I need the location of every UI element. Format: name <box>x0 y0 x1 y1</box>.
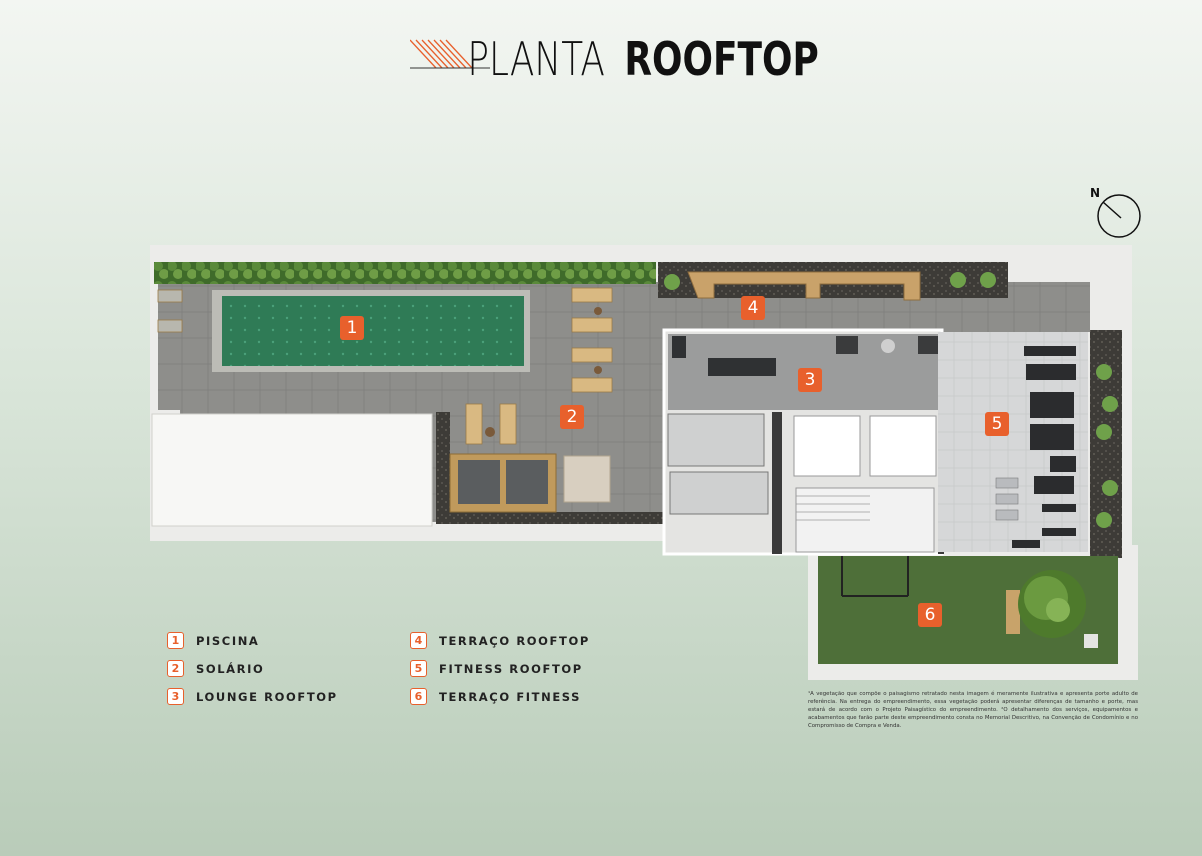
legend-number: 1 <box>167 632 184 649</box>
page-title: PLANTA ROOFTOP <box>0 26 1202 92</box>
legend-number: 2 <box>167 660 184 677</box>
legend-label: FITNESS ROOFTOP <box>439 661 583 676</box>
legend-item-terraco-fitness: 6 TERRAÇO FITNESS <box>410 688 581 705</box>
legend-number: 4 <box>410 632 427 649</box>
wooden-bench <box>687 271 921 301</box>
area-badge-1: 1 <box>340 316 364 340</box>
pool <box>222 296 524 366</box>
title-stripes-icon <box>410 39 490 69</box>
title-light: PLANTA <box>467 32 606 86</box>
compass-label: N <box>1090 186 1100 200</box>
area-badge-2: 2 <box>560 405 584 429</box>
disclaimer-footnote: ¹A vegetação que compõe o paisagismo ret… <box>808 691 1138 729</box>
north-compass-icon: N <box>1090 186 1141 238</box>
legend-label: PISCINA <box>196 633 260 648</box>
sun-loungers <box>157 287 613 445</box>
legend-label: LOUNGE ROOFTOP <box>196 689 338 704</box>
area-badge-6: 6 <box>918 603 942 627</box>
legend-label: TERRAÇO FITNESS <box>439 689 582 704</box>
legend-item-piscina: 1 PISCINA <box>167 632 259 649</box>
area-badge-3: 3 <box>798 368 822 392</box>
area-badge-4: 4 <box>741 296 765 320</box>
legend-number: 5 <box>410 660 427 677</box>
legend-number: 3 <box>167 688 184 705</box>
legend-label: TERRAÇO ROOFTOP <box>439 633 590 648</box>
area-badge-5: 5 <box>985 412 1009 436</box>
hedge-top <box>154 262 656 284</box>
legend-item-fitness-rooftop: 5 FITNESS ROOFTOP <box>410 660 583 677</box>
legend-item-solario: 2 SOLÁRIO <box>167 660 264 677</box>
legend-number: 6 <box>410 688 427 705</box>
legend-label: SOLÁRIO <box>196 661 265 676</box>
title-bold: ROOFTOP <box>623 32 819 86</box>
legend-item-terraco-rooftop: 4 TERRAÇO ROOFTOP <box>410 632 590 649</box>
legend-item-lounge-rooftop: 3 LOUNGE ROOFTOP <box>167 688 338 705</box>
gym-equipment <box>1012 346 1076 548</box>
